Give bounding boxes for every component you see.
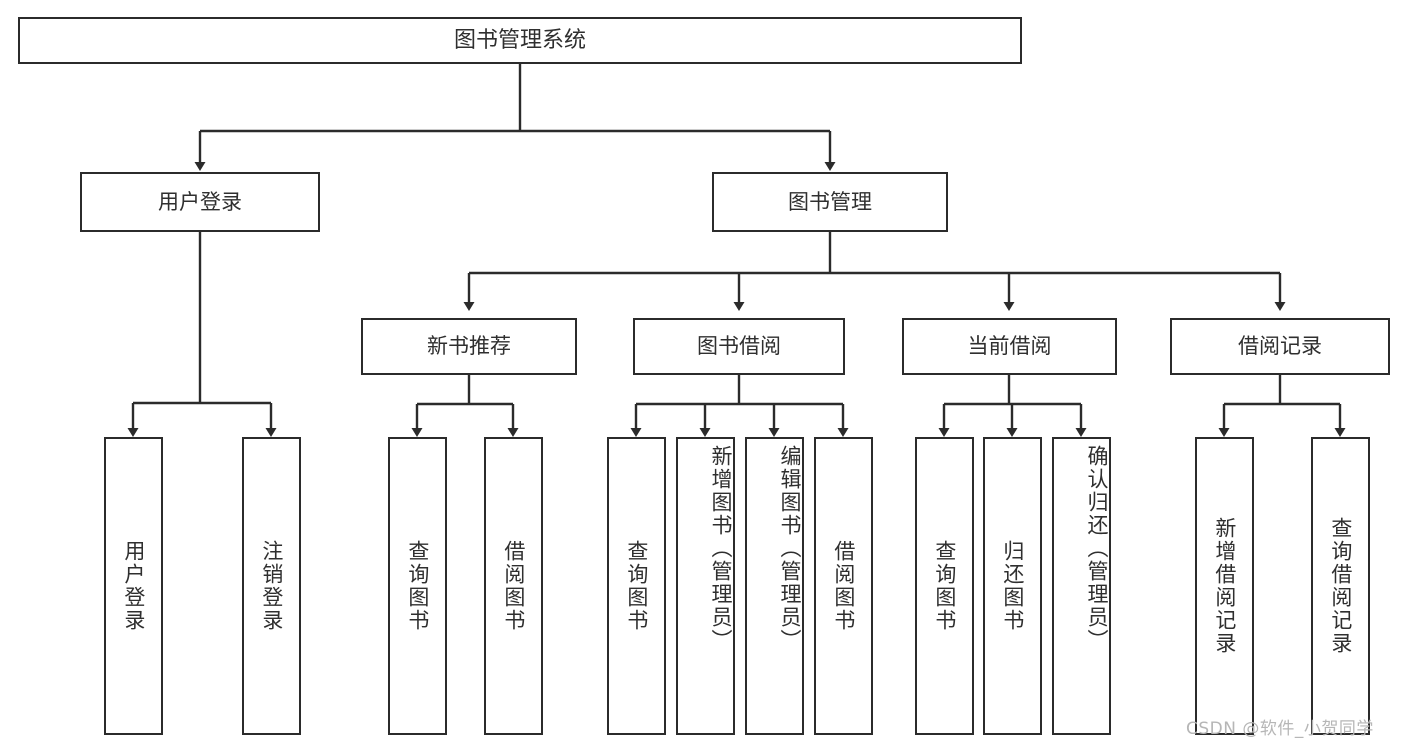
- node-label: 新增借阅记录: [1212, 517, 1237, 655]
- leaf-borrow-record-query-record[interactable]: 查询借阅记录: [1311, 437, 1370, 735]
- node-label: 归还图书: [1000, 540, 1025, 632]
- node-label: 查询图书: [624, 540, 649, 632]
- leaf-new-book-borrow-book[interactable]: 借阅图书: [484, 437, 543, 735]
- node-label: 编辑图书（管理员）: [778, 445, 802, 652]
- node-label: 借阅图书: [831, 540, 856, 632]
- node-label: 注销登录: [259, 540, 284, 632]
- node-label: 查询图书: [932, 540, 957, 632]
- node-book-management[interactable]: 图书管理: [712, 172, 948, 232]
- leaf-user-login-logout[interactable]: 注销登录: [242, 437, 301, 735]
- leaf-book-borrow-add-book-admin[interactable]: 新增图书（管理员）: [676, 437, 735, 735]
- node-user-login[interactable]: 用户登录: [80, 172, 320, 232]
- node-label: 借阅记录: [1238, 334, 1322, 359]
- node-label: 新增图书（管理员）: [709, 445, 733, 652]
- leaf-current-borrow-return-book[interactable]: 归还图书: [983, 437, 1042, 735]
- node-label: 图书借阅: [697, 334, 781, 359]
- node-borrow-record[interactable]: 借阅记录: [1170, 318, 1390, 375]
- node-label: 用户登录: [158, 189, 242, 214]
- node-new-book-recommend[interactable]: 新书推荐: [361, 318, 577, 375]
- node-label: 新书推荐: [427, 334, 511, 359]
- node-label: 当前借阅: [967, 334, 1052, 359]
- node-root-book-management-system[interactable]: 图书管理系统: [18, 17, 1022, 64]
- leaf-borrow-record-add-record[interactable]: 新增借阅记录: [1195, 437, 1254, 735]
- leaf-user-login-login[interactable]: 用户登录: [104, 437, 163, 735]
- node-label: 图书管理系统: [453, 27, 586, 53]
- node-label: 查询图书: [405, 540, 430, 632]
- node-label: 用户登录: [121, 540, 146, 632]
- watermark-csdn: CSDN @软件_小贺同学: [1186, 719, 1374, 739]
- leaf-current-borrow-query-book[interactable]: 查询图书: [915, 437, 974, 735]
- leaf-current-borrow-confirm-return-admin[interactable]: 确认归还（管理员）: [1052, 437, 1111, 735]
- leaf-book-borrow-edit-book-admin[interactable]: 编辑图书（管理员）: [745, 437, 804, 735]
- node-label: 查询借阅记录: [1328, 517, 1353, 655]
- node-label: 借阅图书: [501, 540, 526, 632]
- leaf-new-book-query-book[interactable]: 查询图书: [388, 437, 447, 735]
- leaf-book-borrow-query-book[interactable]: 查询图书: [607, 437, 666, 735]
- leaf-book-borrow-borrow-book[interactable]: 借阅图书: [814, 437, 873, 735]
- node-book-borrow[interactable]: 图书借阅: [633, 318, 845, 375]
- node-label: 图书管理: [788, 189, 872, 214]
- node-label: 确认归还（管理员）: [1085, 445, 1109, 652]
- node-current-borrow[interactable]: 当前借阅: [902, 318, 1117, 375]
